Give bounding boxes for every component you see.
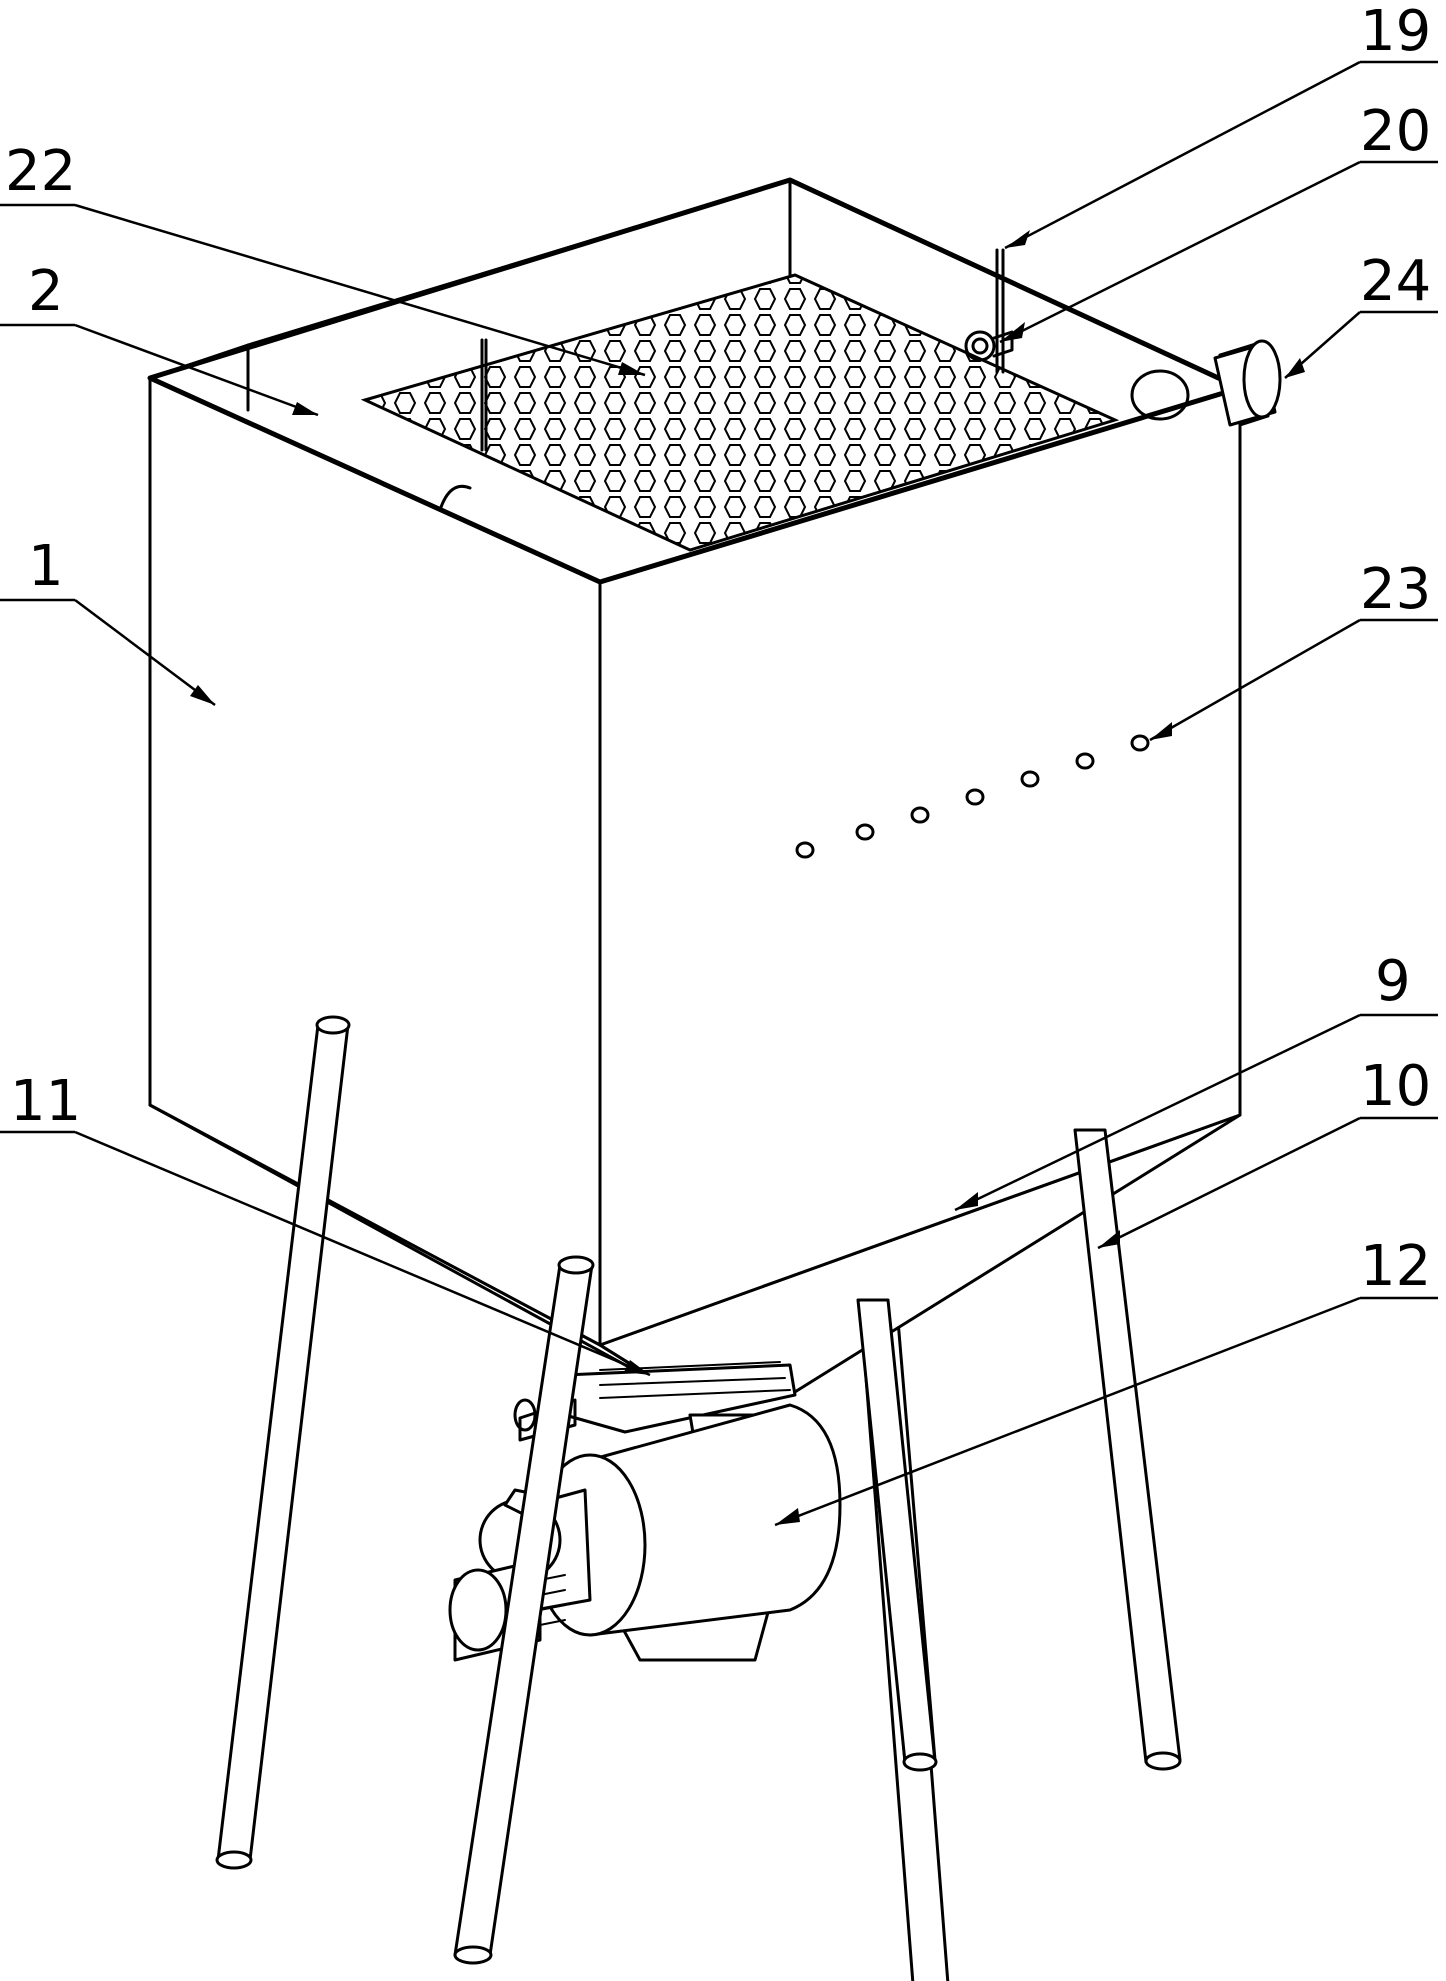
label-10: 10 xyxy=(1360,1054,1431,1119)
outlet-pipe-24 xyxy=(1213,339,1282,427)
callouts: 19 20 24 22 2 1 23 9 xyxy=(0,0,1438,1527)
leg-right-near xyxy=(856,1298,937,1764)
label-19: 19 xyxy=(1360,0,1431,64)
label-2: 2 xyxy=(28,259,64,324)
label-23: 23 xyxy=(1360,557,1431,622)
pulley-20 xyxy=(964,330,996,362)
hook-fitting xyxy=(438,484,472,512)
motor-unit-12 xyxy=(448,1403,842,1662)
label-22: 22 xyxy=(5,139,76,204)
label-9: 9 xyxy=(1375,949,1411,1014)
hopper-box xyxy=(148,376,1242,1347)
label-11: 11 xyxy=(10,1069,81,1134)
label-1: 1 xyxy=(28,534,64,599)
label-12: 12 xyxy=(1360,1234,1431,1299)
label-20: 20 xyxy=(1360,99,1431,164)
perforated-screen-plate xyxy=(360,273,1120,552)
leg-right-far xyxy=(1073,1128,1182,1764)
box-top-opening xyxy=(147,177,1243,585)
ring-opening xyxy=(1130,369,1190,421)
label-24: 24 xyxy=(1360,249,1431,314)
vent-holes-23 xyxy=(795,734,1150,859)
